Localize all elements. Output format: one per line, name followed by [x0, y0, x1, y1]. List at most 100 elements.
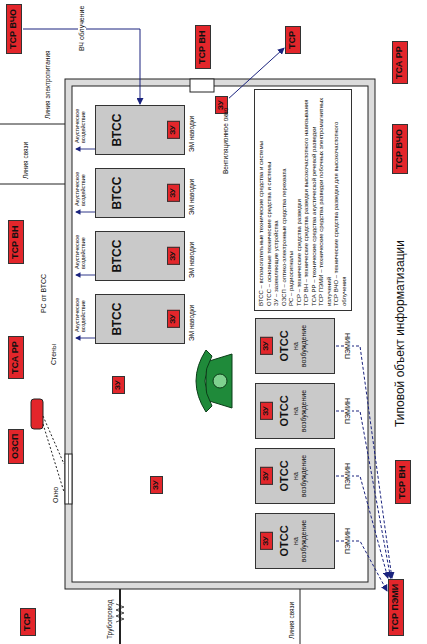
main-system-box: ОТССна возбуждение ЗУ	[255, 513, 335, 569]
node-title: ВТСС	[110, 297, 124, 341]
grounding-box: ЗУ	[112, 376, 125, 394]
grounding-box: ЗУ	[167, 121, 180, 139]
node-title: ЗУ	[262, 536, 271, 546]
legend-entry: ТСР ВЧО – технические средства разведки …	[333, 94, 348, 306]
diagram-title: Типовой объект информатизации	[393, 240, 407, 427]
text-label: Стены	[50, 343, 58, 366]
grounding-box: ЗУ	[150, 476, 163, 494]
intel-means-box: ТСА РР	[8, 336, 24, 379]
text-label: Акустическое воздействие	[74, 158, 87, 206]
text-label: Окно	[52, 486, 60, 504]
connector	[336, 411, 391, 578]
legend-box: ВТСС – вспомогательные технические средс…	[254, 89, 352, 311]
ozsp-cylinder	[31, 399, 43, 429]
node-title: ЗУ	[169, 251, 178, 261]
node-title: ТСА РР	[11, 341, 21, 374]
intel-means-box: ТСА РР	[392, 41, 408, 84]
text-label: Акустическое воздействие	[74, 95, 87, 143]
node-title: ЗУ	[114, 380, 123, 390]
legend-entry: ЗУ – заземляющие устройства	[273, 94, 281, 306]
text-label: Акустическое воздействие	[74, 221, 87, 269]
grounding-box: ЗУ	[260, 337, 273, 355]
grounding-box: ЗУ	[167, 247, 180, 265]
legend-entry: ОЗСП – оптико-электронные средства перех…	[281, 94, 289, 306]
vent-window	[190, 79, 214, 92]
connector	[336, 346, 392, 578]
window	[65, 454, 72, 504]
intel-means-box: ТСР	[285, 26, 301, 54]
pipe-line	[119, 589, 121, 644]
text-label: Акустическое воздействие	[74, 284, 87, 332]
node-title: ОТСС	[278, 386, 290, 436]
grounding-box: ЗУ	[260, 532, 273, 550]
node-title: ТСР	[23, 613, 33, 631]
node-title: ЗУ	[169, 188, 178, 198]
text-label: ЭМ наводки	[188, 116, 195, 152]
grounding-box: ЗУ	[167, 184, 180, 202]
legend-entry: ТСР ВН – технические средства разведки в…	[303, 94, 311, 306]
text-label: Линия электропитания	[44, 49, 51, 120]
text-label: ЭМ наводки	[188, 305, 195, 341]
node-title: ТСР ВН	[398, 466, 408, 500]
legend-entry: ОТСС – основные технические средства и с…	[266, 94, 274, 306]
legend-entry: РС – радиосигналы	[288, 94, 296, 306]
grounding-box: ЗУ	[260, 467, 273, 485]
legend-entry: ТСР – технические средства разведки	[296, 94, 304, 306]
node-title: ТСР ВЧО	[395, 129, 405, 169]
intel-means-box: ОЗСП	[8, 429, 24, 464]
aux-system-box: ВТСС ЗУ	[95, 105, 185, 155]
node-title: ЗУ	[262, 471, 271, 481]
intel-means-box: ТСР ВН	[195, 26, 211, 70]
tie-line	[0, 184, 65, 185]
aux-system-box: ВТСС ЗУ	[95, 168, 185, 218]
node-title: ВТСС	[110, 234, 124, 278]
node-title: ЗУ	[262, 406, 271, 416]
node-title: ВТСС	[110, 171, 124, 215]
connector-label: ПЭМИН	[344, 462, 352, 490]
intel-means-box: ТСР ВН	[8, 221, 24, 265]
intel-means-box: ТСР ВЧО	[6, 4, 22, 54]
tie-line	[0, 124, 65, 125]
pipe-coil	[116, 604, 124, 622]
node-note: на возбуждение	[292, 386, 307, 436]
node-title: ТСР	[288, 31, 298, 49]
main-system-box: ОТССна возбуждение ЗУ	[255, 383, 335, 439]
node-note: на возбуждение	[292, 516, 307, 566]
building-inner-wall	[72, 86, 368, 582]
legend-entry: ТСА РР – технические средства акустическ…	[311, 94, 319, 306]
legend-entry: ВТСС – вспомогательные технические средс…	[258, 94, 266, 306]
main-system-box: ОТССна возбуждениеЗУ	[255, 448, 335, 504]
node-title: ЗУ	[169, 125, 178, 135]
text-label: ЭМ наводки	[188, 242, 195, 278]
connector-label: ПЭМИН	[344, 332, 352, 360]
legend-entry: ТСР ПЭМИ – технические средства разведки…	[318, 94, 333, 306]
grounding-box: ЗУ	[167, 310, 180, 328]
text-label: Линия связи	[288, 601, 295, 640]
aux-system-box: ВТСС ЗУ	[95, 231, 185, 281]
node-title: ОТСС	[278, 321, 290, 371]
building-wall	[65, 79, 375, 589]
main-system-box: ОТССна возбуждение ЗУ	[255, 318, 335, 374]
node-title: ОТСС	[278, 516, 290, 566]
node-title: ЗУ	[152, 480, 161, 490]
text-label: ЭМ наводки	[188, 179, 195, 215]
node-title: ЗУ	[262, 341, 271, 351]
node-title: ВТСС	[110, 108, 124, 152]
intel-means-box: ТСР ПЭМИ	[388, 579, 404, 636]
window-glass	[68, 454, 69, 504]
text-label: Линия связи	[22, 141, 29, 180]
intel-means-box: ТСР	[20, 608, 36, 636]
laser-ray	[43, 416, 64, 464]
text-label: РС от ВТСС	[40, 273, 48, 314]
tie-line	[300, 589, 301, 644]
node-title: ТСР ВЧО	[9, 9, 19, 49]
connector-label: ПЭМИН	[344, 397, 352, 425]
grounding-box: ЗУ	[260, 402, 273, 420]
node-title: ТСА РР	[395, 46, 405, 79]
intel-means-box: ТСР ВН	[395, 461, 411, 505]
connector-label: ПЭМИН	[344, 527, 352, 555]
connector-label: ВЧ облучение	[78, 5, 86, 52]
node-note: на возбуждение	[292, 321, 307, 371]
